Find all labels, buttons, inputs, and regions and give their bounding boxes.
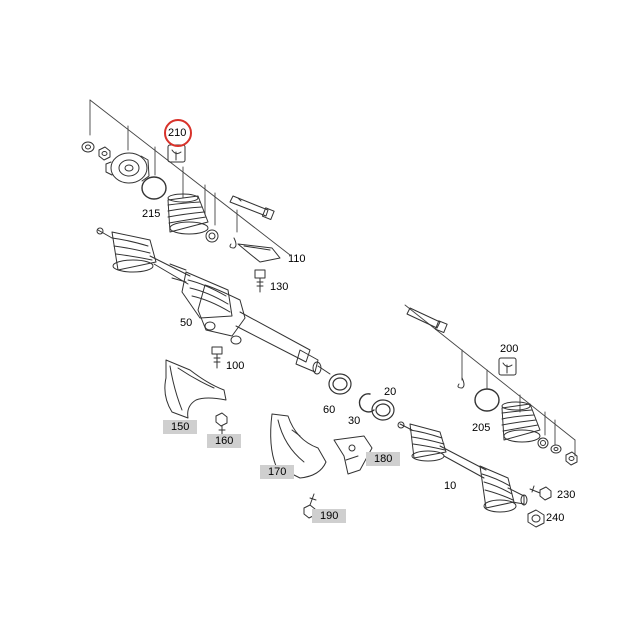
grease-tube-right [406, 307, 448, 334]
bracket-180 [333, 435, 373, 475]
washer-small [81, 141, 95, 153]
label-20: 20 [384, 386, 397, 398]
circlip-30 [358, 393, 375, 413]
clip-200 [498, 357, 517, 376]
nut-240 [527, 509, 545, 528]
bolt-100 [211, 346, 223, 369]
label-100: 100 [226, 360, 245, 372]
heat-shield-150 [164, 359, 227, 419]
bolt-130 [254, 269, 266, 293]
washer-right [550, 444, 562, 454]
boot-clamp-small [205, 229, 219, 243]
upper-left-leader-frame [89, 99, 291, 256]
retaining-hook [229, 237, 237, 249]
seal-ring-20 [371, 399, 395, 421]
label-215: 215 [142, 208, 161, 220]
cv-joint-outer [105, 152, 150, 184]
label-230: 230 [557, 489, 576, 501]
seal-ring-60 [328, 373, 352, 395]
label-210: 210 [168, 127, 187, 139]
label-50: 50 [180, 317, 193, 329]
label-60: 60 [323, 404, 336, 416]
boot-clamp-right [537, 437, 549, 449]
label-200: 200 [500, 343, 519, 355]
label-150: 150 [163, 420, 198, 434]
label-30: 30 [348, 415, 361, 427]
retaining-hook-right [457, 377, 465, 389]
heat-shield-small-110 [237, 243, 281, 263]
label-205: 205 [472, 422, 491, 434]
nut-right [565, 451, 578, 466]
drive-shaft-right-10 [397, 421, 528, 513]
grease-tube [229, 195, 275, 221]
label-170: 170 [260, 465, 295, 479]
label-160: 160 [207, 434, 242, 448]
cv-boot-outer [167, 193, 209, 235]
heat-shield-170 [270, 413, 327, 479]
label-10: 10 [444, 480, 457, 492]
label-130: 130 [270, 281, 289, 293]
highlight-circle-210 [164, 119, 192, 147]
clip-210 [167, 144, 186, 163]
label-110: 110 [288, 253, 306, 265]
drive-shaft-left-50 [96, 227, 331, 375]
label-190: 190 [312, 509, 347, 523]
bolt-230 [529, 485, 552, 501]
lower-right-leader-frame [404, 304, 576, 457]
snap-ring-205 [474, 388, 500, 412]
label-180: 180 [366, 452, 401, 466]
snap-ring-215 [141, 176, 167, 200]
nut-small [98, 146, 111, 161]
label-240: 240 [546, 512, 565, 524]
cv-boot-right [501, 401, 541, 443]
